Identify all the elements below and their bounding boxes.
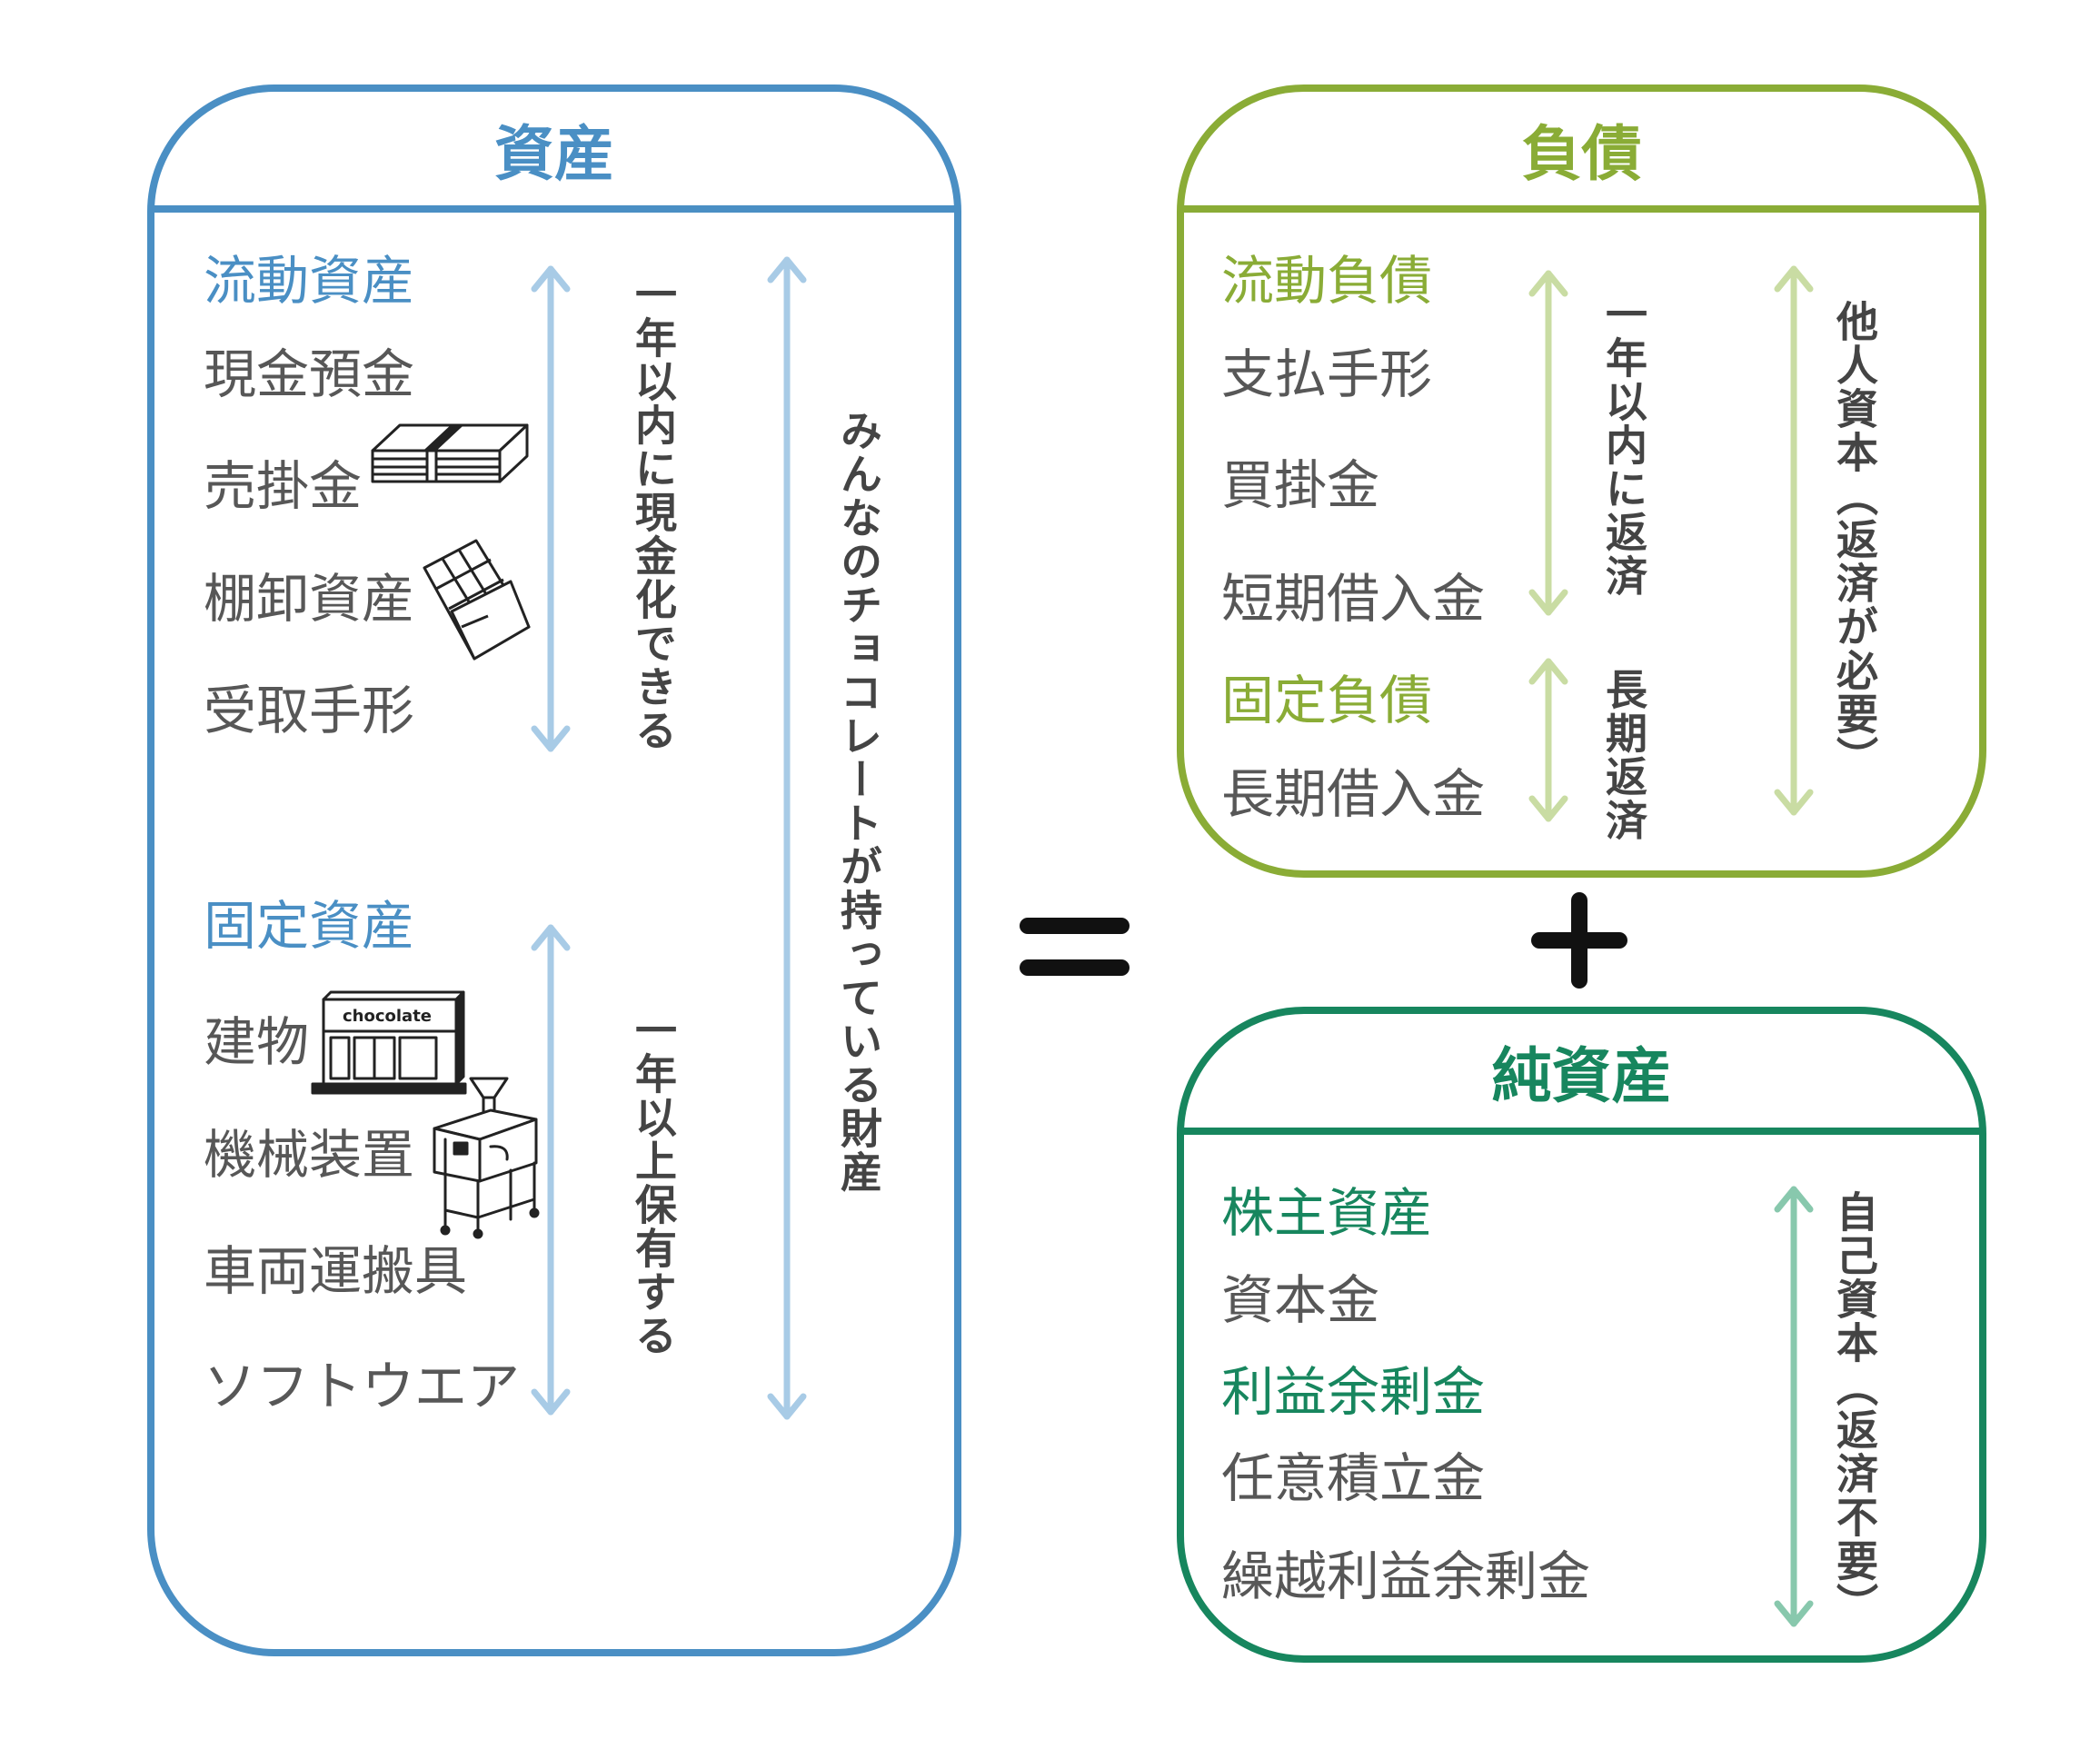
current-assets-note: 一年以内に現金化できる (629, 273, 678, 752)
equity-item-voluntary-reserve: 任意積立金 (1221, 1447, 1486, 1509)
assets-title: 資産 (494, 118, 614, 189)
cash-bundle-icon (371, 423, 529, 483)
shareholders-equity-heading: 株主資産 (1221, 1182, 1433, 1244)
machine-icon (433, 1077, 540, 1239)
equals-sign (1020, 918, 1130, 976)
liabilities-title: 負債 (1521, 118, 1642, 189)
liability-item-accounts-payable: 買掛金 (1221, 454, 1380, 516)
retained-earnings-heading: 利益余剰金 (1221, 1361, 1486, 1423)
equity-item-retained-earnings-carried: 繰越利益余剰金 (1221, 1545, 1591, 1607)
liabilities-panel: 負債 (1177, 84, 1986, 878)
assets-overall-note: みんなのチョコレートが持っている財産 (834, 409, 883, 1194)
asset-item-buildings: 建物 (204, 1011, 310, 1073)
fixed-liabilities-arrow (1528, 658, 1568, 822)
current-liabilities-note: 一年以内に返済 (1599, 293, 1648, 598)
asset-item-software: ソフトウエア (204, 1356, 521, 1417)
fixed-assets-arrow (531, 924, 571, 1416)
equity-header: 純資産 (1184, 1014, 1979, 1135)
current-liabilities-arrow (1528, 270, 1568, 616)
equity-item-capital: 資本金 (1221, 1269, 1380, 1331)
liability-item-short-term-loans: 短期借入金 (1221, 568, 1486, 630)
liability-item-long-term-loans: 長期借入金 (1221, 763, 1486, 825)
fixed-liabilities-heading: 固定負債 (1221, 670, 1433, 731)
equity-panel: 純資産 (1177, 1007, 1986, 1663)
asset-item-receivables: 売掛金 (204, 455, 363, 517)
total-equity-arrow (1774, 1186, 1814, 1627)
fixed-assets-heading: 固定資産 (204, 895, 415, 957)
asset-item-machinery: 機械装置 (204, 1124, 415, 1186)
asset-item-inventory: 棚卸資産 (204, 568, 415, 630)
fixed-assets-note: 一年以上保有する (629, 1009, 678, 1357)
liabilities-overall-note: 他人資本（返済が必要） (1830, 300, 1879, 780)
total-assets-arrow (767, 256, 807, 1420)
asset-item-cash: 現金預金 (204, 343, 415, 405)
assets-panel: 資産 (147, 84, 961, 1656)
current-liabilities-heading: 流動負債 (1221, 250, 1433, 312)
liability-item-notes-payable: 支払手形 (1221, 343, 1433, 405)
equity-title: 純資産 (1491, 1040, 1672, 1111)
chocolate-bar-icon (423, 539, 531, 661)
equity-overall-note: 自己資本（返済不要） (1830, 1190, 1879, 1626)
current-assets-heading: 流動資産 (204, 250, 415, 312)
asset-item-vehicles: 車両運搬具 (204, 1240, 468, 1302)
shop-sign-text: chocolate (343, 1007, 432, 1026)
assets-header: 資産 (154, 92, 954, 213)
asset-item-notes-receivable: 受取手形 (204, 680, 415, 741)
current-assets-arrow (531, 265, 571, 752)
fixed-liabilities-note: 長期返済 (1599, 668, 1648, 842)
liabilities-header: 負債 (1184, 92, 1979, 213)
plus-sign (1531, 892, 1627, 989)
total-liabilities-arrow (1774, 265, 1814, 816)
chocolate-shop-icon: chocolate (311, 990, 467, 1095)
